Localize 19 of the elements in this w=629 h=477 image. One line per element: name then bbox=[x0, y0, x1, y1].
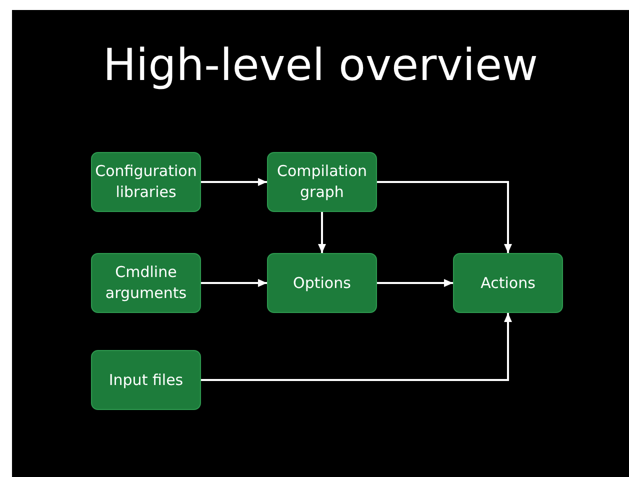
process-box bbox=[267, 152, 377, 212]
slide-title: High-level overview bbox=[102, 39, 540, 93]
process-box bbox=[91, 350, 201, 410]
process-box bbox=[91, 253, 201, 313]
box-label: Configuration libraries bbox=[94, 161, 198, 203]
process-box bbox=[453, 253, 563, 313]
arrow bbox=[377, 181, 512, 253]
arrow bbox=[201, 178, 267, 186]
box-label: Actions bbox=[480, 272, 536, 294]
box-label: Compilation graph bbox=[276, 161, 368, 203]
arrow bbox=[377, 279, 453, 287]
arrow bbox=[201, 313, 512, 381]
process-box bbox=[91, 152, 201, 212]
arrow bbox=[318, 212, 326, 253]
arrow bbox=[201, 279, 267, 287]
box-label: Cmdline arguments bbox=[104, 262, 188, 304]
box-label: Input files bbox=[108, 370, 184, 390]
box-label: Options bbox=[293, 272, 351, 294]
process-box bbox=[267, 253, 377, 313]
